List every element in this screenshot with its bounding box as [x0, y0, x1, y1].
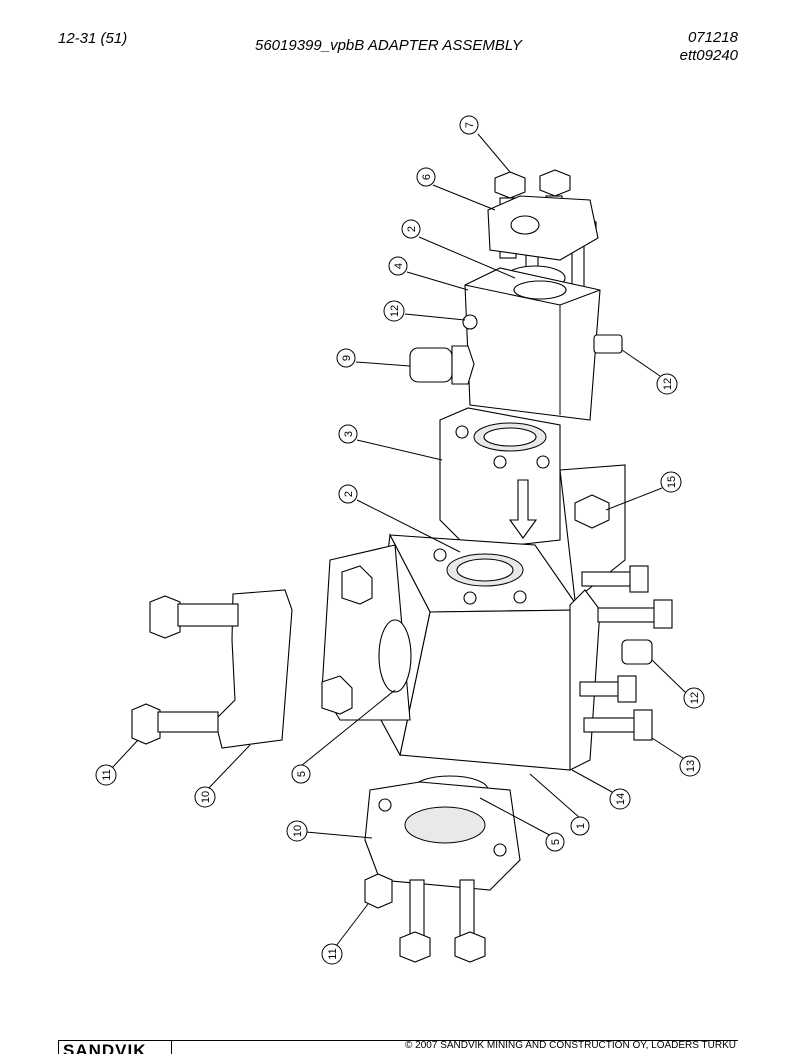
callout-5-bottom: 5	[545, 832, 565, 852]
callout-3-text: 3	[343, 431, 355, 437]
callout-5-bottom-text: 5	[550, 839, 562, 845]
document-id: ett09240	[679, 47, 738, 64]
callout-11-left-text: 11	[101, 769, 113, 780]
sandvik-logo: SANDVIK	[58, 1040, 172, 1054]
callout-10-bottom-text: 10	[292, 825, 304, 837]
plug	[409, 345, 475, 385]
callout-12-lower-text: 12	[689, 692, 701, 704]
callout-6-text: 6	[421, 174, 433, 180]
callout-7: 7	[459, 115, 479, 135]
right-bolts	[579, 565, 673, 741]
callout-13-text: 13	[685, 760, 697, 772]
callout-7-text: 7	[464, 122, 476, 128]
callout-6: 6	[416, 167, 436, 187]
callout-10-left: 10	[194, 786, 216, 808]
copyright-notice: © 2007 SANDVIK MINING AND CONSTRUCTION O…	[405, 1040, 736, 1051]
callout-12-upper-text: 12	[389, 305, 401, 317]
right-plate	[569, 589, 601, 771]
drawing-date: 071218	[687, 29, 738, 46]
callout-12-upper: 12	[383, 300, 405, 322]
callout-13: 13	[679, 755, 701, 777]
brand-text: SANDVIK	[63, 1041, 147, 1054]
callout-14-text: 14	[615, 793, 627, 805]
page-number: 12-31 (51)	[58, 30, 128, 47]
callout-11-bottom: 11	[321, 943, 343, 965]
bottom-clamp	[364, 775, 521, 963]
footer-rule	[58, 1040, 738, 1041]
callout-5-left-text: 5	[296, 771, 308, 777]
callout-11-left: 11	[95, 764, 117, 786]
callout-2-top: 2	[401, 219, 421, 239]
upper-block	[462, 267, 623, 421]
left-flange	[321, 544, 412, 721]
callout-2-mid: 2	[338, 484, 358, 504]
callout-12-lower: 12	[683, 687, 705, 709]
callout-3: 3	[338, 424, 358, 444]
top-flange	[487, 195, 599, 261]
callout-9-text: 9	[341, 355, 353, 361]
callout-1-text: 1	[575, 823, 587, 829]
callout-14: 14	[609, 788, 631, 810]
callout-15-text: 15	[666, 476, 678, 488]
callout-10-bottom: 10	[286, 820, 308, 842]
callout-12-right: 12	[656, 373, 678, 395]
middle-block	[439, 407, 561, 551]
callout-9: 9	[336, 348, 356, 368]
callout-15: 15	[660, 471, 682, 493]
left-clamp	[131, 589, 293, 749]
callout-2-mid-text: 2	[343, 491, 355, 497]
callout-1: 1	[570, 816, 590, 836]
callout-4: 4	[388, 256, 408, 276]
callout-2-top-text: 2	[406, 226, 418, 232]
leader-lines	[111, 133, 687, 947]
callout-10-left-text: 10	[200, 791, 212, 803]
side-plate	[559, 464, 626, 602]
callout-5-left: 5	[291, 764, 311, 784]
callout-11-bottom-text: 11	[327, 948, 339, 959]
callout-12-right-text: 12	[662, 378, 674, 390]
page-title: 56019399_vpbB ADAPTER ASSEMBLY	[255, 37, 522, 54]
callout-4-text: 4	[393, 263, 405, 269]
